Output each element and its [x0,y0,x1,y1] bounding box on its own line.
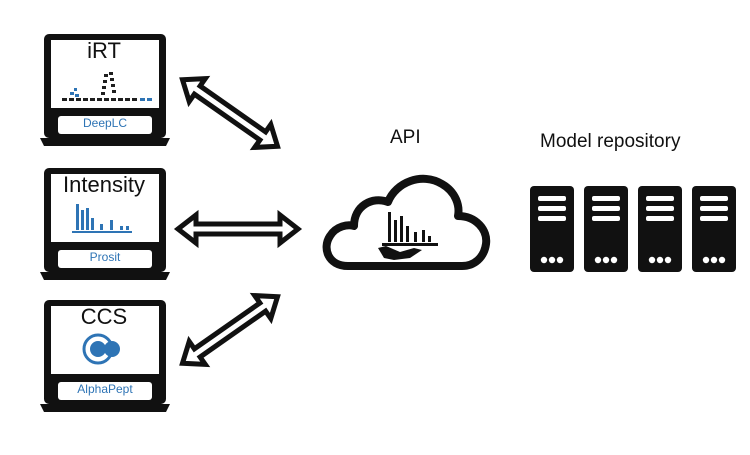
tool-label-prosit: Prosit [89,250,121,264]
server-icon [638,186,682,272]
client-title-intensity: Intensity [63,172,145,197]
laptop-ccs: CCS AlphaPept [38,296,178,414]
spectrum-bars-icon [72,204,132,233]
api-label: API [390,127,421,148]
double-arrow-middle-icon [173,209,303,249]
double-arrow-top-icon [179,75,281,151]
model-repository-label: Model repository [540,131,681,152]
laptop-intensity: Intensity Prosit [38,164,178,282]
tool-label-deeplc: DeepLC [82,116,128,130]
server-rack [530,186,740,272]
double-arrow-bottom-icon [179,292,281,368]
servers-group [530,186,736,272]
client-title-irt: iRT [87,38,121,63]
laptop-icon [40,168,170,280]
cloud-serving-icon [322,174,491,270]
server-icon [692,186,736,272]
laptop-irt: iRT DeepLC [38,30,178,148]
server-icon [530,186,574,272]
retention-time-peaks-icon [62,72,152,101]
server-icon [584,186,628,272]
alphapept-logo-icon [82,333,120,365]
tool-label-alphapept: AlphaPept [77,382,133,396]
client-title-ccs: CCS [80,304,128,329]
